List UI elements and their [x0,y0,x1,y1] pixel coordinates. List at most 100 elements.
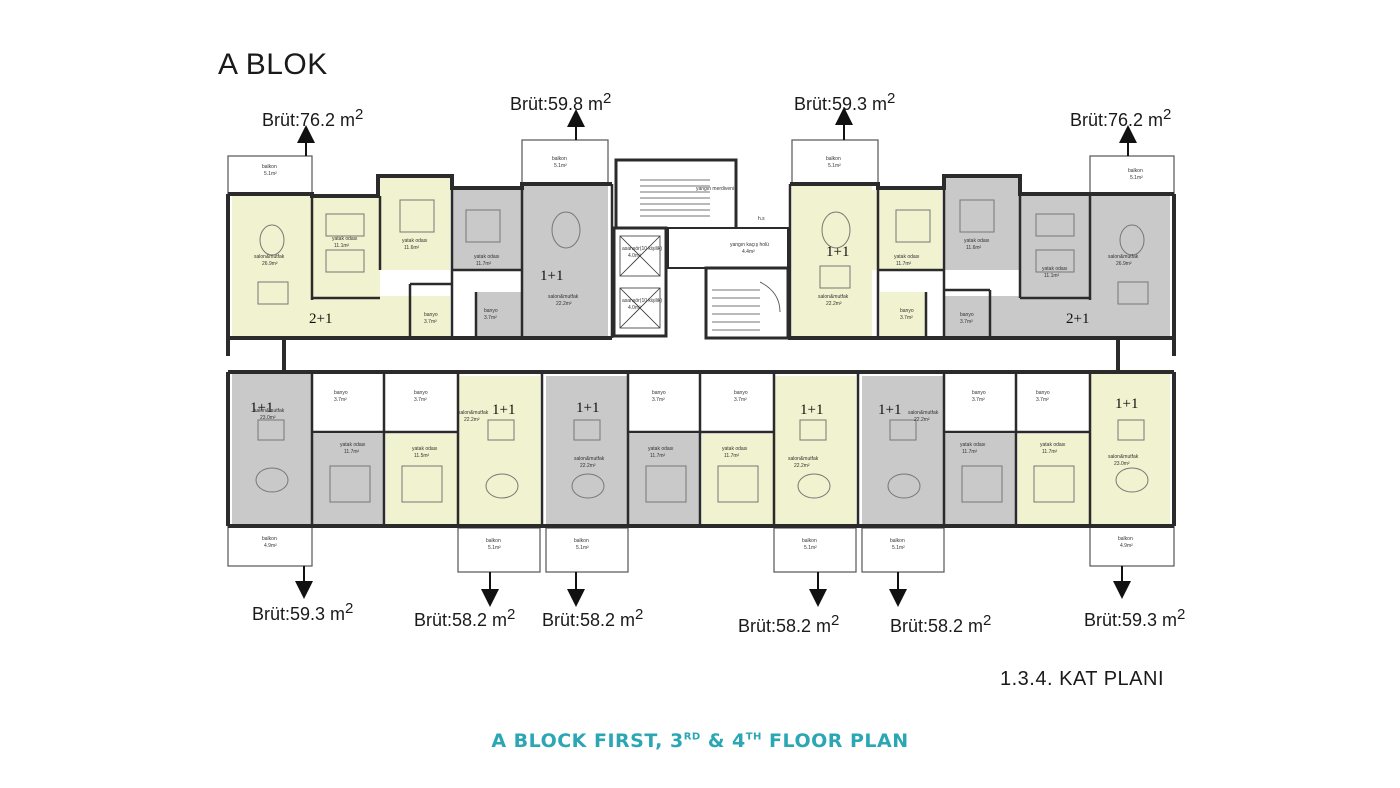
gross-area-value: Brüt:59.3 m [1084,610,1178,630]
unit-bot-6-bed [1018,434,1090,524]
core-elevators [612,226,668,338]
room-area: 4.4m² [742,249,755,255]
unit-top-1-bedroom2 [380,178,450,270]
gross-area-value: Brüt:76.2 m [1070,110,1164,130]
unit-top-4-bedroom2 [944,178,1020,270]
gross-area-value: Brüt:59.3 m [252,604,346,624]
furniture [255,199,1149,503]
room-label: yatak odası [964,238,990,244]
caption-sup: RD [683,731,701,743]
top-row-units [232,158,1170,340]
gross-area-label-bottom-4: Brüt:58.2 m2 [738,612,839,637]
room-label: banyo [1036,390,1050,396]
balcony-top-1 [227,155,313,195]
gross-area-value: Brüt:76.2 m [262,110,356,130]
room-area: 3.7m² [334,397,347,403]
bottom-row-units [232,372,1170,526]
area-exponent: 2 [983,612,992,629]
unit-type-label: 1+1 [878,402,901,418]
room-area: 11.7m² [344,449,360,455]
room-area: 3.7m² [424,319,437,325]
room-label: salon&mutfak [548,294,579,300]
area-exponent: 2 [507,606,516,623]
room-label: banyo [900,308,914,314]
room-label: yatak odası [1042,266,1068,272]
block-title: A BLOK [218,48,328,81]
room-label: h.s [758,216,765,222]
room-area: 11.7m² [724,453,740,459]
room-area: 5.1m² [828,163,841,169]
room-label: yatak odası [402,238,428,244]
room-area: 3.7m² [414,397,427,403]
room-area: 4.9m² [264,543,277,549]
unit-bot-3-bed [628,434,700,524]
room-label: balkon [826,156,841,162]
room-label: banyo [334,390,348,396]
room-area: 26.9m² [1116,261,1132,267]
room-area: 22.2m² [464,417,480,423]
room-area: 11.1m² [1044,273,1060,279]
room-area: 3.7m² [484,315,497,321]
room-label: asansör(10 kişilik) [622,298,662,304]
unit-top-4-bedroom [1020,196,1090,296]
room-label: yatak odası [474,254,500,260]
room-area: 3.7m² [1036,397,1049,403]
unit-top-3-bath [880,292,926,337]
room-label: balkon [486,538,501,544]
gross-area-value: Brüt:59.8 m [510,94,604,114]
unit-type-label: 1+1 [576,400,599,416]
room-area: 22.2m² [914,417,930,423]
gross-area-label-bottom-6: Brüt:59.3 m2 [1084,606,1185,631]
room-area: 11.7m² [1042,449,1058,455]
gross-area-value: Brüt:58.2 m [738,616,832,636]
gross-area-value: Brüt:58.2 m [542,610,636,630]
room-area: 22.2m² [826,301,842,307]
unit-bot-3 [546,376,628,526]
room-label: asansör(10 kişilik) [622,246,662,252]
room-area: 3.7m² [900,315,913,321]
unit-bot-2 [458,376,540,526]
unit-type-label: 1+1 [250,400,273,416]
room-area: 5.1m² [804,545,817,551]
unit-top-4-bath [944,296,990,336]
area-exponent: 2 [635,606,644,623]
gross-area-label-top-4: Brüt:76.2 m2 [1070,106,1171,131]
unit-bot-4 [774,376,856,526]
room-label: balkon [574,538,589,544]
area-exponent: 2 [1163,106,1172,123]
unit-bot-6 [1090,372,1170,524]
room-label: salon&mutfak [788,456,819,462]
room-label: yatak odası [894,254,920,260]
unit-type-label: 2+1 [309,311,332,327]
unit-type-labels: 2+1 1+1 1+1 2+1 1+1 1+1 1+1 1+1 1+1 1+1 [250,244,1138,418]
room-area: 11.7m² [476,261,492,267]
unit-top-4-living [1090,196,1170,336]
area-exponent: 2 [887,90,896,107]
room-area: 4.0m² [628,305,641,311]
area-exponent: 2 [603,90,612,107]
elevator-shafts [619,235,661,329]
unit-top-1-lower [232,296,412,336]
room-label: salon&mutfak [1108,454,1139,460]
gross-area-value: Brüt:58.2 m [890,616,984,636]
gross-area-label-bottom-2: Brüt:58.2 m2 [414,606,515,631]
room-label: yatak odası [960,442,986,448]
area-exponent: 2 [355,106,364,123]
room-label: banyo [414,390,428,396]
balcony-bot-6 [1089,525,1175,567]
core-hall [667,227,789,269]
caption-sup: TH [745,731,762,743]
caption-part: A BLOCK FIRST, 3 [491,730,684,752]
room-label: yangın merdiveni [696,186,734,192]
room-label: yatak odası [648,446,674,452]
room-label: salon&mutfak [818,294,849,300]
balcony-bot-4 [773,527,857,573]
unit-bot-2-bed [386,434,458,524]
room-label: yatak odası [340,442,366,448]
room-area: 11.1m² [334,243,350,249]
room-area: 11.5m² [414,453,430,459]
room-area: 11.6m² [404,245,420,251]
gross-area-label-top-2: Brüt:59.8 m2 [510,90,611,115]
room-label: yatak odası [1040,442,1066,448]
